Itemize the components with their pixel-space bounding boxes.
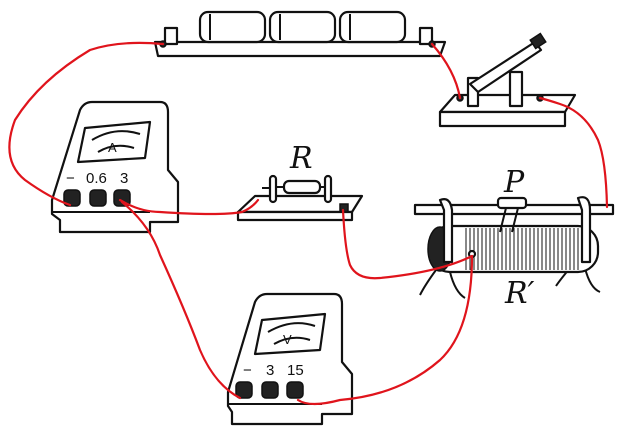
battery-cell [338, 10, 407, 44]
rheostat-coil [465, 228, 579, 270]
rheostat: P R′ [413, 165, 615, 311]
wire-battery-ammeter [8, 41, 165, 207]
slider-p[interactable] [496, 196, 528, 233]
voltmeter-terminal-label-3: 3 [266, 362, 274, 379]
voltmeter-terminal-negative[interactable] [235, 381, 253, 399]
battery-pack [153, 10, 447, 58]
voltmeter: V − 3 15 [226, 292, 354, 426]
battery-cell [268, 10, 337, 44]
wire-rheostat-voltmeter [296, 254, 474, 406]
wire-ammeter-voltmeter [120, 200, 242, 400]
voltmeter-terminal-15[interactable] [286, 381, 304, 399]
wire-ammeter-resistor [118, 198, 260, 216]
battery-cell [198, 10, 267, 44]
wire-rheostat-switch [538, 96, 609, 209]
wires [8, 41, 609, 406]
ammeter-terminal-label-0.6: 0.6 [86, 170, 107, 187]
resistor-label: R [289, 141, 313, 176]
ammeter-symbol: A [108, 140, 117, 155]
slider-label: P [503, 165, 525, 200]
voltmeter-symbol: V [283, 332, 292, 347]
rheostat-label: R′ [504, 276, 535, 311]
resistor: R [236, 141, 364, 222]
ammeter-terminal-label-3: 3 [120, 170, 128, 187]
knife-switch[interactable] [438, 32, 577, 128]
wire-resistor-rheostat [341, 208, 474, 280]
voltmeter-terminal-3[interactable] [261, 381, 279, 399]
voltmeter-terminal-label-15: 15 [287, 362, 304, 379]
ammeter: A − 0.6 3 [50, 100, 180, 234]
ammeter-terminal-0.6[interactable] [89, 189, 107, 207]
ammeter-terminal-3[interactable] [113, 189, 131, 207]
ammeter-terminal-label-negative: − [66, 170, 75, 187]
wire-switch-battery [430, 42, 462, 100]
voltmeter-terminal-label-negative: − [243, 362, 252, 379]
ammeter-terminal-negative[interactable] [63, 189, 81, 207]
